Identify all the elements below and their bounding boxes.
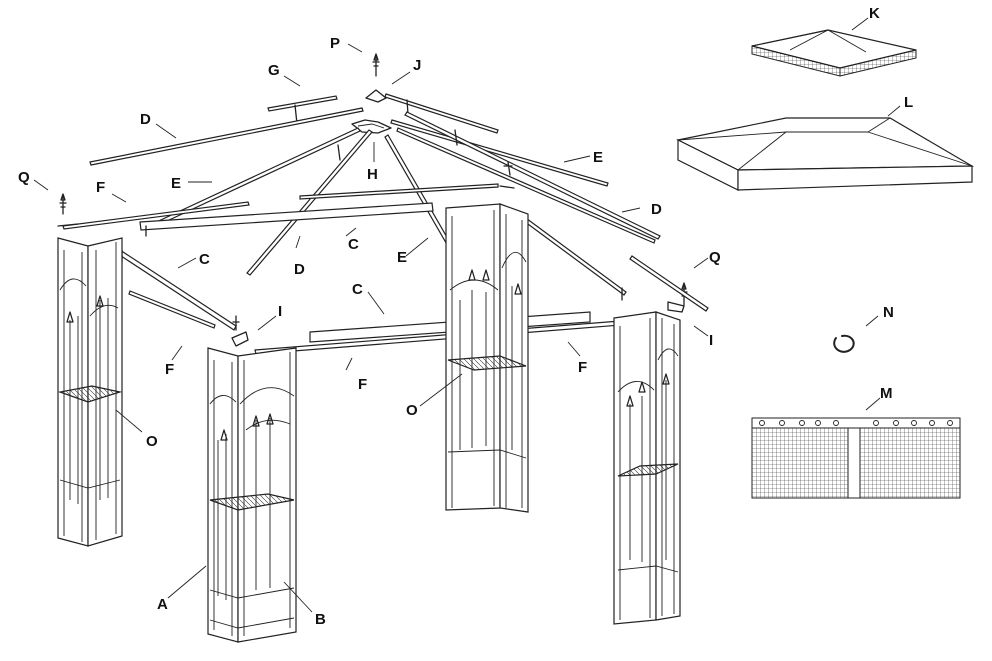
rafters-g: [267, 93, 499, 134]
leader-lines: [33, 17, 901, 613]
beam-c-left: [117, 249, 237, 331]
finial-p: [372, 53, 380, 77]
column-back-left: [57, 237, 123, 547]
label-d-left: D: [140, 111, 151, 128]
label-e-left: E: [171, 175, 182, 192]
label-o-left: O: [146, 433, 158, 450]
rafters-d: [89, 107, 661, 276]
label-o-right: O: [406, 402, 418, 419]
label-f-front: F: [358, 376, 368, 393]
bracket-i-right: [667, 301, 685, 313]
label-p: P: [330, 35, 341, 52]
column-front-right: [613, 311, 681, 625]
label-q-right: Q: [709, 249, 721, 266]
label-l: L: [904, 94, 914, 111]
label-b: B: [315, 611, 326, 628]
label-q-left: Q: [18, 169, 30, 186]
label-d-center: D: [294, 261, 305, 278]
label-i-right: I: [709, 332, 714, 349]
label-d-right: D: [651, 201, 662, 218]
beam-f-left: [57, 201, 250, 230]
label-a: A: [157, 596, 168, 613]
label-i-left: I: [278, 303, 283, 320]
top-cap-j: [365, 89, 387, 103]
label-h: H: [367, 166, 378, 183]
label-m: M: [880, 385, 893, 402]
hub-h: [351, 119, 392, 134]
label-f-front-right: F: [578, 359, 588, 376]
label-e-right: E: [593, 149, 604, 166]
label-g: G: [268, 62, 280, 79]
canopy-top-k: [751, 29, 917, 77]
label-f-front-left: F: [165, 361, 175, 378]
ring-n: [833, 334, 855, 353]
column-front: [207, 347, 297, 643]
label-f-left: F: [96, 179, 106, 196]
finial-q-left: [59, 193, 67, 215]
label-k: K: [869, 5, 880, 22]
bracket-i-left: [231, 315, 249, 347]
beam-f-right: [629, 255, 709, 312]
label-c-front: C: [352, 281, 363, 298]
beam-c-back: [139, 202, 434, 237]
canopy-main-l: [676, 117, 975, 191]
label-n: N: [883, 304, 894, 321]
label-e-center: E: [397, 249, 408, 266]
mosquito-net-m: [751, 417, 961, 499]
rafters-e: [299, 129, 515, 200]
column-back-right: [445, 203, 529, 513]
label-j: J: [413, 57, 422, 74]
label-c-left: C: [199, 251, 210, 268]
label-c-center: C: [348, 236, 359, 253]
